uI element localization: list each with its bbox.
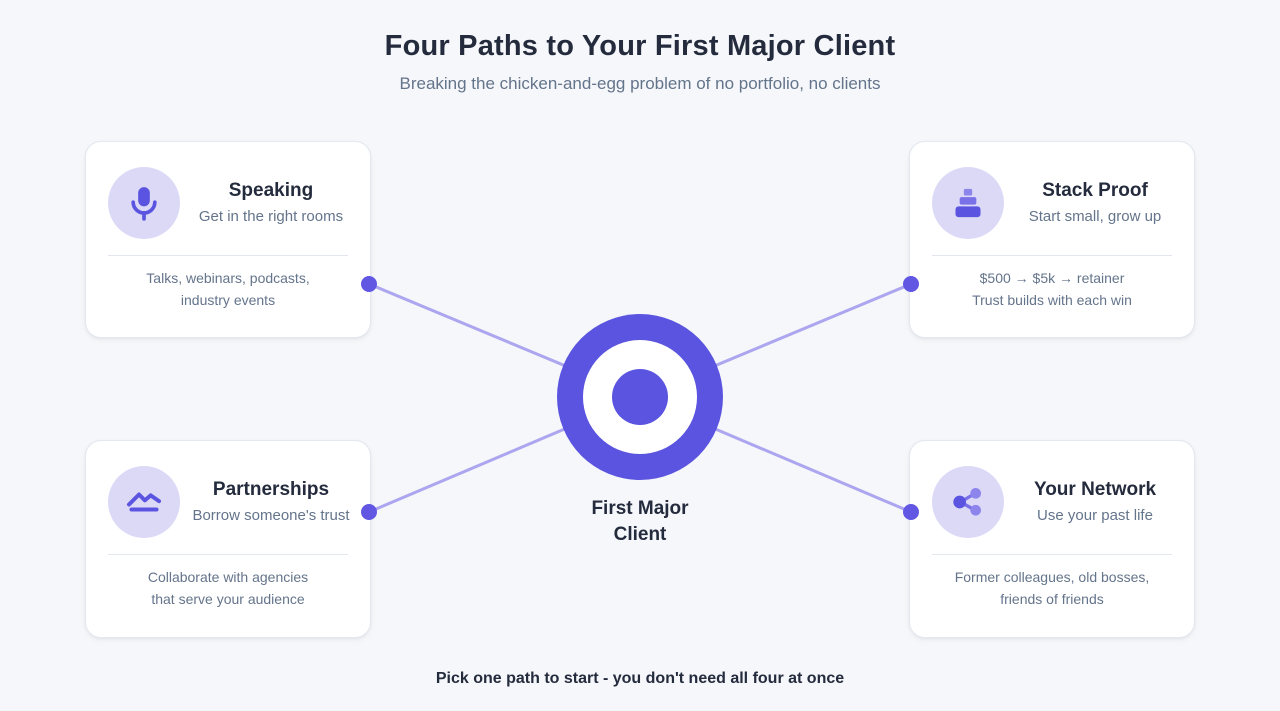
card-subtitle: Borrow someone's trust [192, 507, 350, 524]
card-speaking: Speaking Get in the right rooms Talks, w… [85, 141, 371, 338]
card-title: Speaking [228, 180, 314, 201]
connector-dot-stack-proof [903, 276, 919, 292]
card-subtitle: Use your past life [1037, 507, 1153, 524]
card-body-line: that serve your audience [151, 591, 305, 607]
trend-line-icon [108, 466, 180, 538]
card-stack-proof-header: Stack Proof Start small, grow up [910, 142, 1194, 239]
card-partnerships-head-text: Partnerships Borrow someone's trust [192, 477, 350, 527]
card-body: Collaborate with agencies that serve you… [86, 566, 370, 610]
connector-dot-your-network [903, 504, 919, 520]
card-divider [108, 554, 348, 555]
card-title: Partnerships [212, 479, 330, 500]
card-stack-proof-head-text: Stack Proof Start small, grow up [1016, 178, 1174, 228]
card-body-line: Talks, webinars, podcasts, [146, 270, 310, 286]
card-title: Your Network [1033, 479, 1157, 500]
card-stack-proof: Stack Proof Start small, grow up $500 → … [909, 141, 1195, 338]
card-body-line: $500 → $5k → retainer [979, 270, 1125, 286]
center-label-line2: Client [613, 524, 667, 545]
card-body-line: Collaborate with agencies [147, 569, 309, 585]
card-body-line: Trust builds with each win [972, 292, 1132, 308]
card-body: Talks, webinars, podcasts, industry even… [86, 267, 370, 311]
card-body-line: industry events [180, 292, 276, 308]
card-subtitle: Start small, grow up [1028, 208, 1162, 225]
center-node-label: First Major Client [540, 496, 740, 548]
stacked-blocks-icon [932, 167, 1004, 239]
center-label-line1: First Major [591, 498, 689, 519]
card-title: Stack Proof [1042, 180, 1148, 201]
card-your-network: Your Network Use your past life Former c… [909, 440, 1195, 638]
connector-dot-speaking [361, 276, 377, 292]
card-body: $500 → $5k → retainer Trust builds with … [910, 267, 1194, 311]
card-divider [932, 255, 1172, 256]
card-body-line: Former colleagues, old bosses, [954, 569, 1150, 585]
card-your-network-head-text: Your Network Use your past life [1016, 477, 1174, 527]
card-speaking-header: Speaking Get in the right rooms [86, 142, 370, 239]
card-divider [108, 255, 348, 256]
card-divider [932, 554, 1172, 555]
target-center-dot [612, 369, 668, 425]
card-partnerships-header: Partnerships Borrow someone's trust [86, 441, 370, 538]
connector-dot-partnerships [361, 504, 377, 520]
card-your-network-header: Your Network Use your past life [910, 441, 1194, 538]
card-body: Former colleagues, old bosses, friends o… [910, 566, 1194, 610]
card-subtitle: Get in the right rooms [198, 208, 344, 225]
target-icon [557, 314, 723, 480]
microphone-icon [108, 167, 180, 239]
card-partnerships: Partnerships Borrow someone's trust Coll… [85, 440, 371, 638]
page-subtitle: Breaking the chicken-and-egg problem of … [399, 74, 881, 93]
card-body-line: friends of friends [1000, 591, 1104, 607]
share-network-icon [932, 466, 1004, 538]
footer-note: Pick one path to start - you don't need … [435, 670, 845, 687]
card-speaking-head-text: Speaking Get in the right rooms [192, 178, 350, 228]
page-title: Four Paths to Your First Major Client [384, 30, 896, 62]
target-inner-ring [583, 340, 697, 454]
